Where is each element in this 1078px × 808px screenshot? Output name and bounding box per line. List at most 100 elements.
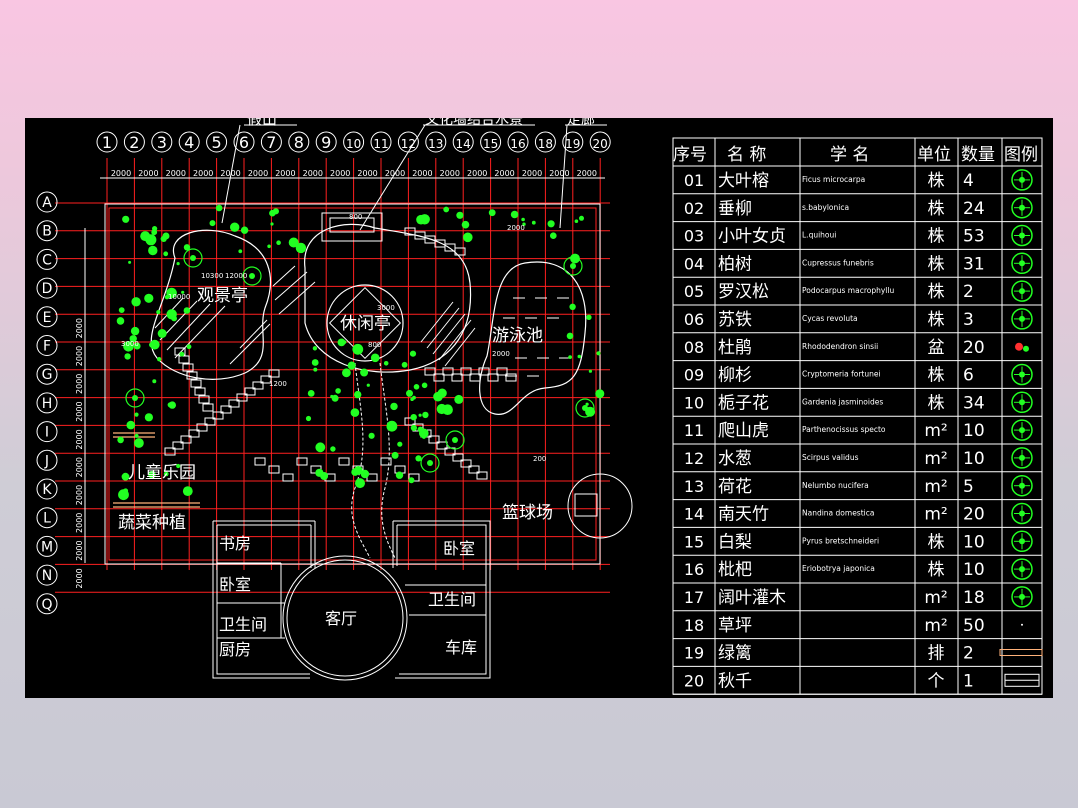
legend-number: 02 xyxy=(684,199,704,218)
legend-quantity: 5 xyxy=(963,477,974,497)
house-room-labels: 书房 卧室 卫生间 厨房 客厅 卧室 卫生间 车库 xyxy=(219,534,477,659)
legend-number: 05 xyxy=(684,282,704,301)
swimming-pool xyxy=(479,261,587,415)
legend-number: 11 xyxy=(684,421,704,440)
row-header-label: I xyxy=(45,425,49,441)
dim-3000: 3000 xyxy=(121,340,139,348)
legend-scientific-name: L.quihoui xyxy=(802,231,836,240)
plant-dot xyxy=(343,340,347,344)
azalea-icon xyxy=(1015,342,1029,352)
plant-dot xyxy=(383,361,389,366)
stepping-stone xyxy=(404,417,416,426)
plant-dot xyxy=(288,237,299,248)
plant-dot xyxy=(166,287,177,299)
legend-quantity: 50 xyxy=(963,616,985,636)
stepping-stone xyxy=(380,457,392,466)
tree-symbol-icon xyxy=(420,453,440,473)
swing-icon xyxy=(1004,673,1040,687)
column-header-1: 1 xyxy=(96,131,118,153)
row-header-label: C xyxy=(42,252,52,268)
stepping-stone xyxy=(451,373,463,382)
row-header-label: N xyxy=(42,568,52,584)
column-dimension: 2000 xyxy=(522,169,542,178)
legend-scientific-name: Gardenia jasminoides xyxy=(802,397,883,406)
tree-symbol-icon xyxy=(563,256,583,276)
legend-name: 柳杉 xyxy=(718,366,752,386)
plant-dot xyxy=(148,245,158,256)
cypress-icon xyxy=(1011,252,1033,275)
legend-unit: 株 xyxy=(928,532,945,552)
column-dimension: 2000 xyxy=(412,169,432,178)
plant-dot xyxy=(123,488,129,494)
plant-dot xyxy=(307,390,315,397)
legend-scientific-name: Nelumbo nucifera xyxy=(802,481,869,490)
legend-number: 15 xyxy=(684,532,704,551)
legend-unit: 株 xyxy=(928,310,945,330)
plant-dot xyxy=(413,384,420,390)
legend-unit: m² xyxy=(924,421,947,441)
shrub-icon xyxy=(1011,586,1033,608)
legend-quantity: 10 xyxy=(963,421,985,441)
stepping-stone xyxy=(460,459,472,468)
legend-name: 栀子花 xyxy=(718,393,769,413)
column-header-label: 7 xyxy=(266,133,276,152)
rockery-outline xyxy=(150,229,271,380)
plant-dot xyxy=(313,367,318,372)
plant-dot xyxy=(595,389,605,399)
legend-name: 杜鹃 xyxy=(718,338,752,358)
row-header-H: H xyxy=(36,392,58,414)
legend-scientific-name: Scirpus validus xyxy=(802,453,859,462)
row-dimension: 2000 xyxy=(75,540,84,560)
column-header-label: 5 xyxy=(212,133,222,152)
room-kitchen: 厨房 xyxy=(219,640,251,659)
plant-dot xyxy=(215,204,223,212)
legend-name: 枇杷 xyxy=(718,560,752,580)
row-header-K: K xyxy=(36,478,58,500)
basketball-court xyxy=(567,473,633,539)
column-header-6: 6 xyxy=(233,131,255,153)
plant-dot xyxy=(238,249,243,254)
legend-scientific-name: Eriobotrya japonica xyxy=(802,564,875,573)
row-header-A: A xyxy=(36,191,58,213)
column-dimension: 2000 xyxy=(577,169,597,178)
plant-dot xyxy=(421,382,428,389)
stepping-stone xyxy=(212,411,224,420)
stepping-stone xyxy=(268,465,280,474)
stepping-stone xyxy=(454,247,466,256)
column-dimension: 2000 xyxy=(193,169,213,178)
legend-quantity: 53 xyxy=(963,227,985,247)
plant-dot xyxy=(144,293,154,303)
tree-symbol-icon xyxy=(125,388,145,408)
row-header-label: D xyxy=(42,281,53,297)
plant-dot xyxy=(579,215,584,221)
legend-unit: 株 xyxy=(928,366,945,386)
plant-dot xyxy=(311,359,319,366)
legend-name: 苏铁 xyxy=(718,310,752,330)
legend-number: 17 xyxy=(684,588,704,607)
legend-name: 白梨 xyxy=(718,532,752,552)
legend-scientific-name: s.babylonica xyxy=(802,203,849,212)
plant-dot xyxy=(461,220,470,229)
plant-dot xyxy=(401,361,408,368)
stepping-stone xyxy=(268,369,280,378)
stepping-stone xyxy=(452,453,464,462)
plant-dot xyxy=(144,413,153,422)
legend-name: 秋千 xyxy=(718,671,752,691)
column-header-label: 1 xyxy=(102,133,112,152)
legend-quantity: 24 xyxy=(963,199,985,219)
plant-dot xyxy=(570,253,580,264)
podocarpus-icon xyxy=(1011,280,1033,302)
stepping-stone xyxy=(469,373,481,382)
plant-dot xyxy=(305,415,312,422)
row-header-label: K xyxy=(42,482,52,498)
room-bedroom-left: 卧室 xyxy=(219,575,251,594)
column-header-16: 16 xyxy=(507,131,529,153)
legend-unit: m² xyxy=(924,505,947,525)
legend-scientific-name: Parthenocissus specto xyxy=(802,425,886,434)
column-header-label: 12 xyxy=(401,137,416,151)
